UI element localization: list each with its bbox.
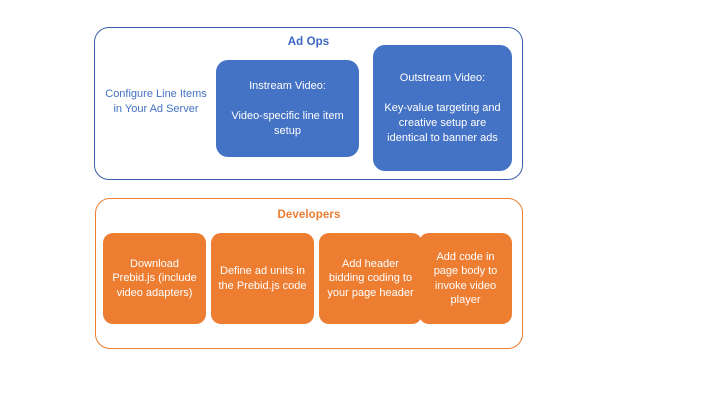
- node-instream-video: Instream Video: Video-specific line item…: [216, 60, 359, 157]
- group-developers-title: Developers: [277, 209, 341, 221]
- node-define-ad-units: Define ad units in the Prebid.js code: [211, 233, 314, 324]
- node-outstream-video-body: Key-value targeting and creative setup a…: [384, 101, 501, 144]
- node-invoke-video-player: Add code in page body to invoke video pl…: [419, 233, 512, 324]
- node-define-ad-units-body: Define ad units in the Prebid.js code: [218, 265, 307, 292]
- node-instream-video-body: Video-specific line item setup: [231, 109, 344, 137]
- node-invoke-video-player-body: Add code in page body to invoke video pl…: [433, 250, 498, 307]
- node-download-prebid: Download Prebid.js (include video adapte…: [103, 233, 206, 324]
- node-configure-line-items-text: Configure Line Items in Your Ad Server: [105, 88, 207, 115]
- node-add-header-bidding-code: Add header bidding coding to your page h…: [319, 233, 422, 324]
- node-add-header-bidding-code-body: Add header bidding coding to your page h…: [327, 257, 414, 299]
- node-instream-video-heading: Instream Video:: [249, 79, 326, 92]
- node-outstream-video-heading: Outstream Video:: [399, 71, 486, 84]
- node-outstream-video: Outstream Video: Key-value targeting and…: [373, 45, 512, 171]
- node-download-prebid-body: Download Prebid.js (include video adapte…: [112, 257, 197, 299]
- group-ad-ops-title: Ad Ops: [287, 36, 330, 48]
- node-configure-line-items: Configure Line Items in Your Ad Server: [104, 66, 208, 138]
